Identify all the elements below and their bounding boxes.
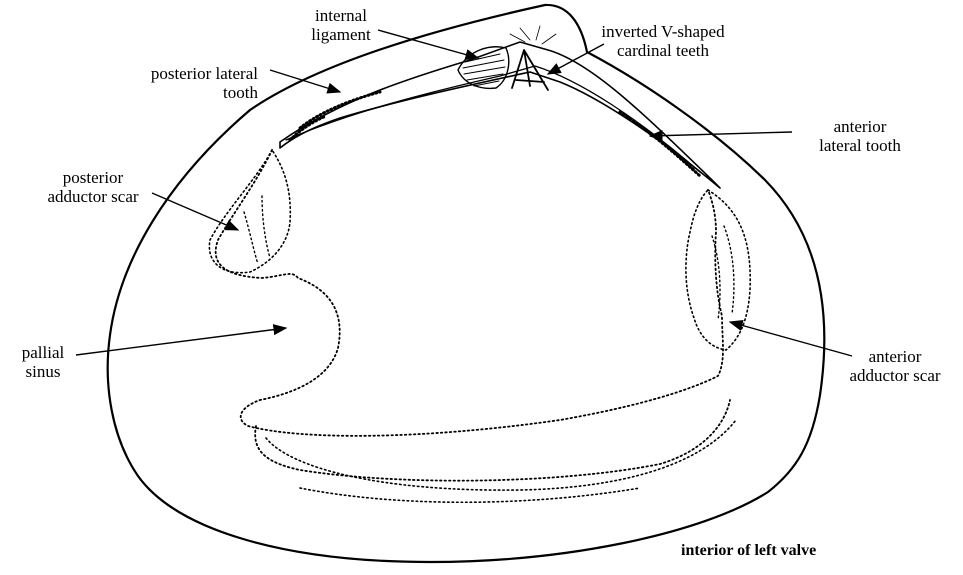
label-cardinal-teeth-line2: cardinal teeth [588, 41, 738, 60]
label-cardinal-teeth-line1: inverted V-shaped [588, 22, 738, 41]
label-posterior-lateral-tooth-line1: posterior lateral [98, 64, 258, 83]
label-pallial-sinus: pallial sinus [10, 343, 76, 381]
anterior-lateral-tooth-shading [620, 112, 700, 176]
cardinal-teeth [512, 50, 548, 90]
label-posterior-adductor-scar-line2: adductor scar [28, 187, 158, 206]
label-posterior-lateral-tooth-line2: tooth [98, 83, 258, 102]
label-anterior-adductor-scar-line1: anterior [834, 347, 956, 366]
label-pallial-sinus-line2: sinus [10, 362, 76, 381]
label-anterior-adductor-scar-line2: adductor scar [834, 366, 956, 385]
pallial-line-bottom [300, 488, 640, 502]
diagram-caption: interior of left valve [681, 541, 816, 560]
hinge-plate [280, 42, 720, 188]
label-internal-ligament-line1: internal [286, 6, 396, 25]
label-anterior-adductor-scar: anterior adductor scar [834, 347, 956, 385]
label-internal-ligament-line2: ligament [286, 25, 396, 44]
label-posterior-lateral-tooth: posterior lateral tooth [98, 64, 258, 102]
anterior-adductor-scar [686, 190, 750, 350]
arrow-posterior-adductor-scar [152, 193, 238, 230]
posterior-adductor-scar [209, 150, 290, 273]
label-internal-ligament: internal ligament [286, 6, 396, 44]
arrow-anterior-lateral-tooth [650, 132, 792, 136]
label-posterior-adductor-scar: posterior adductor scar [28, 168, 158, 206]
label-anterior-lateral-tooth: anterior lateral tooth [800, 117, 920, 155]
ligament-striations [463, 54, 505, 86]
arrow-posterior-lateral-tooth [270, 70, 340, 92]
label-posterior-adductor-scar-line1: posterior [28, 168, 158, 187]
arrow-pallial-sinus [76, 328, 286, 355]
label-anterior-lateral-tooth-line1: anterior [800, 117, 920, 136]
label-pallial-sinus-line1: pallial [10, 343, 76, 362]
pallial-line-lower [266, 420, 736, 490]
posterior-adductor-scar-inner [244, 196, 270, 264]
label-anterior-lateral-tooth-line2: lateral tooth [800, 136, 920, 155]
label-cardinal-teeth: inverted V-shaped cardinal teeth [588, 22, 738, 60]
tooth-hatching [510, 26, 556, 44]
pallial-line [216, 150, 723, 436]
